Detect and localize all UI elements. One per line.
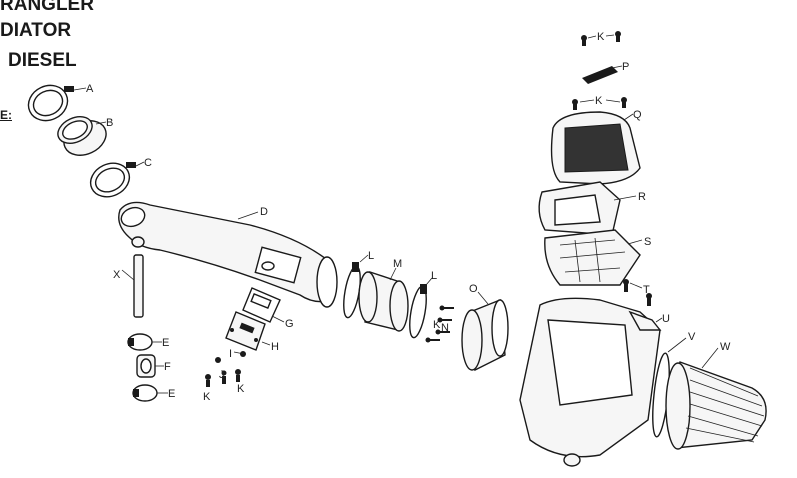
title-line-2: DIATOR	[0, 20, 72, 41]
label-k-left: K	[203, 391, 211, 403]
label-k-bolt: K	[237, 383, 245, 395]
part-f-hose	[136, 354, 164, 378]
label-q: Q	[633, 109, 642, 121]
label-v: V	[688, 331, 696, 343]
side-mark: E:	[0, 108, 12, 122]
label-j: J	[219, 369, 225, 381]
title-line-3: DIESEL	[8, 50, 77, 71]
label-e-upper: E	[162, 337, 169, 349]
label-a: A	[86, 83, 94, 95]
part-k-mid-bolts	[572, 97, 627, 110]
part-e-clamp-lower	[132, 384, 168, 402]
label-u: U	[662, 313, 670, 325]
label-s: S	[644, 236, 651, 248]
part-o-adapter	[461, 291, 509, 372]
label-m: M	[393, 258, 402, 270]
label-g: G	[285, 318, 294, 330]
part-m-coupler	[358, 267, 409, 332]
part-d-intake-tube	[118, 201, 338, 308]
part-p-plate	[582, 65, 623, 84]
label-h: H	[271, 341, 279, 353]
label-l-1: L	[368, 250, 374, 262]
label-o: O	[469, 283, 478, 295]
label-w: W	[720, 341, 731, 353]
part-t-bolts	[623, 279, 652, 306]
part-q-lid	[550, 111, 641, 185]
part-kn-bolts	[425, 305, 454, 343]
part-c-clamp	[89, 161, 145, 198]
label-t: T	[643, 284, 650, 296]
label-b: B	[106, 117, 113, 129]
part-e-clamp-upper	[127, 333, 162, 351]
label-l-2: L	[431, 270, 437, 282]
label-d: D	[260, 206, 268, 218]
label-n: N	[441, 322, 449, 334]
label-k-right: K	[595, 95, 603, 107]
part-w-filter	[665, 347, 767, 450]
label-p: P	[622, 61, 629, 73]
part-k-top-bolts	[581, 31, 621, 46]
label-x: X	[113, 269, 121, 281]
part-b-coupler	[57, 116, 107, 156]
label-i: I	[229, 348, 232, 360]
part-x-rod	[121, 254, 144, 318]
part-hardware-ijk	[205, 351, 246, 387]
part-u-airbox	[519, 297, 663, 467]
label-e-lower: E	[168, 388, 175, 400]
label-f: F	[164, 361, 171, 373]
label-c: C	[144, 157, 152, 169]
title-line-1: RANGLER	[0, 0, 94, 15]
part-a-clamp	[27, 84, 87, 122]
label-k-mid: K	[433, 319, 441, 331]
part-r-shroud	[538, 181, 637, 236]
part-s-grate	[544, 229, 643, 286]
label-k-top: K	[597, 31, 605, 43]
part-h-sensor-mount	[225, 311, 271, 351]
part-g-gasket	[242, 287, 285, 323]
label-r: R	[638, 191, 646, 203]
